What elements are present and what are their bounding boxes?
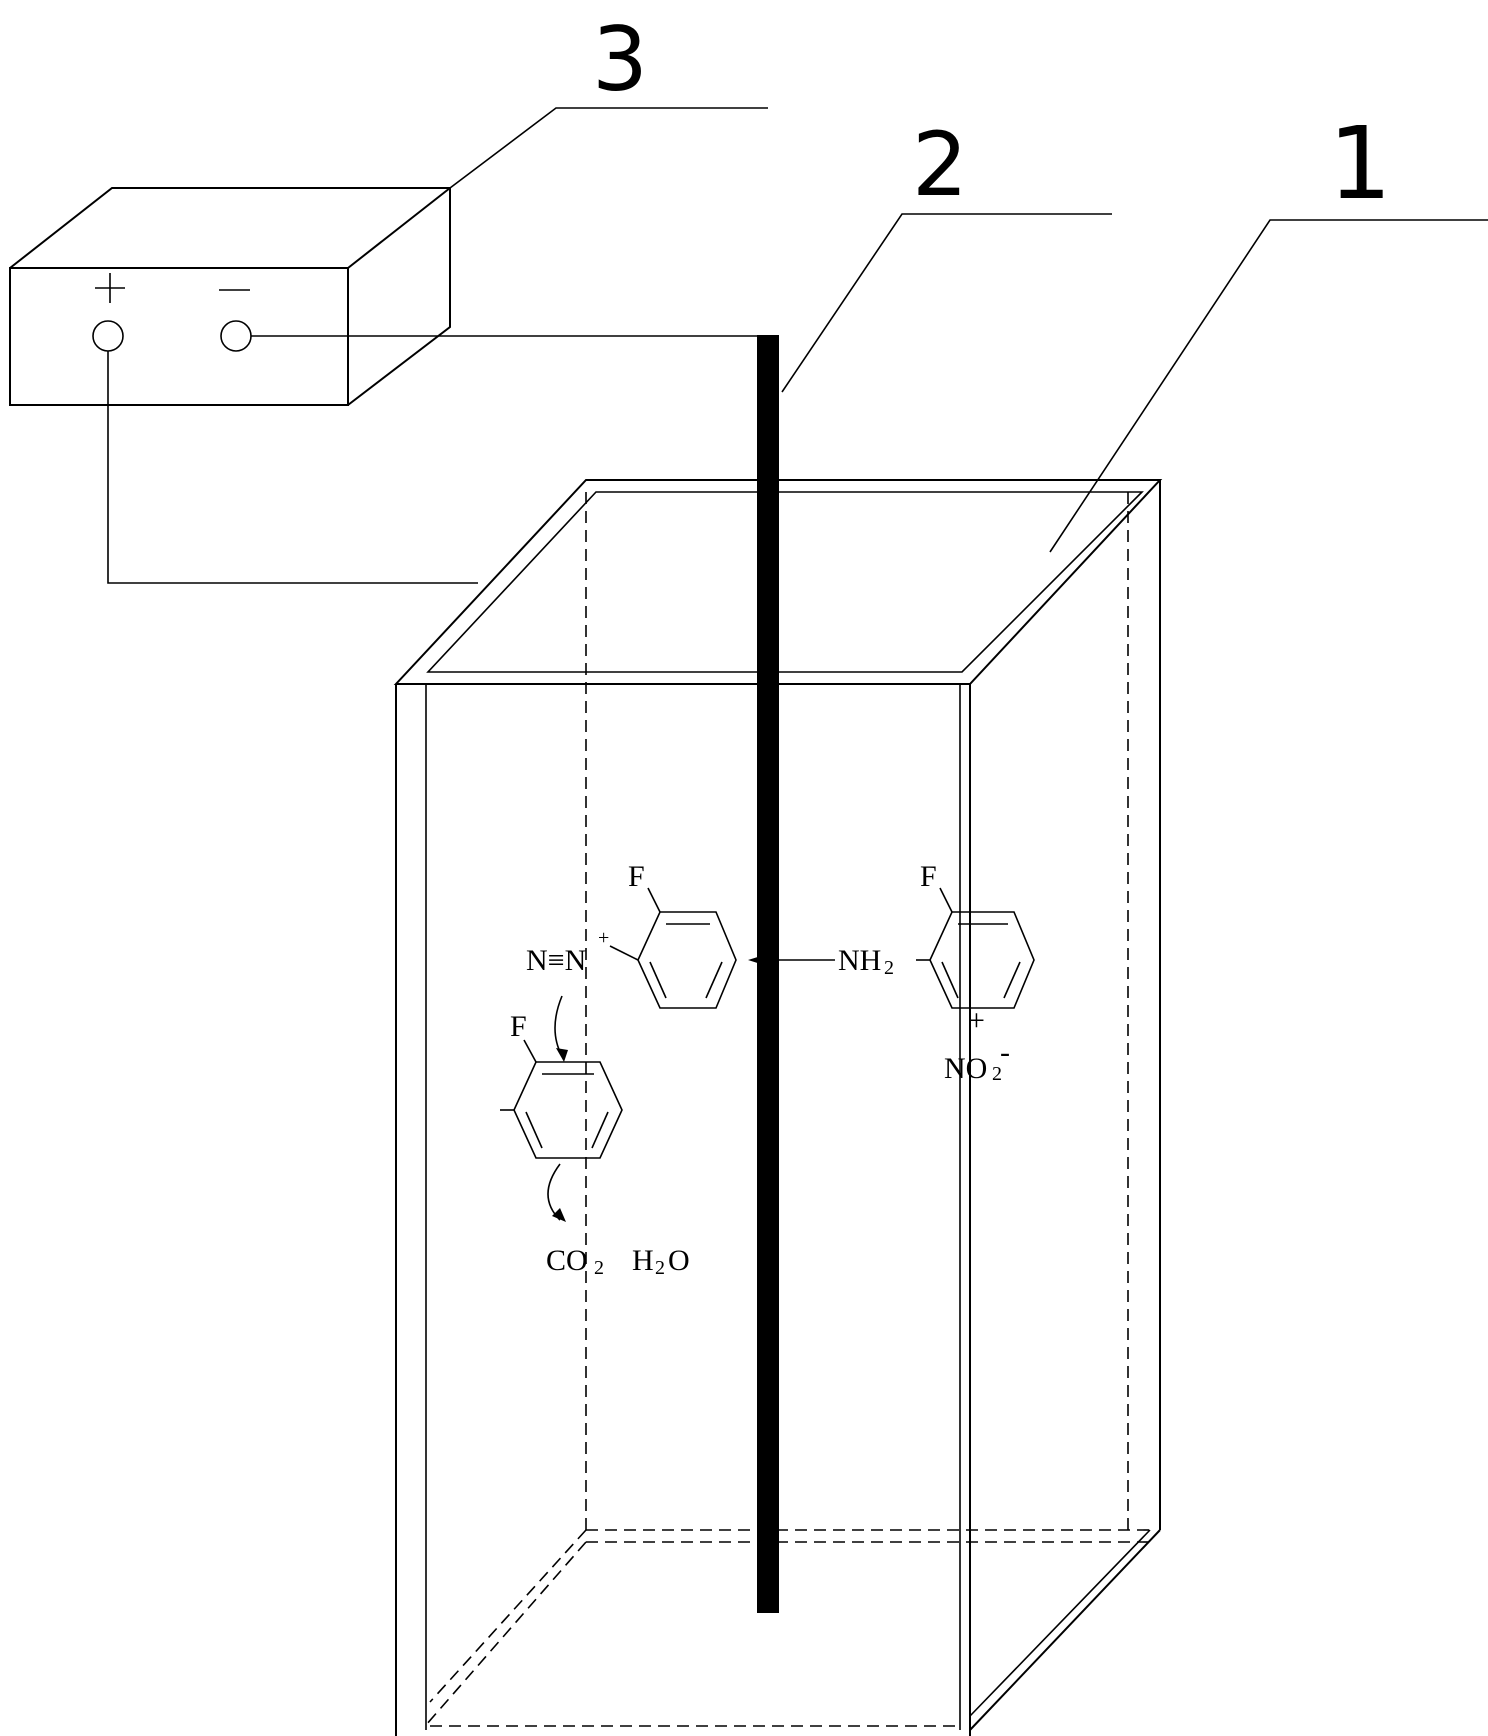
diazonium-triple-bond: N≡N xyxy=(526,944,586,977)
callout-2: 2 xyxy=(781,113,1112,393)
curved-arrow-2 xyxy=(547,1163,566,1222)
electrode-rod xyxy=(757,335,779,1613)
diazonium-molecule: F N≡N + xyxy=(526,860,737,1009)
product-h2o-sub: 2 xyxy=(655,1257,665,1279)
product-h2o-o: O xyxy=(668,1244,690,1277)
product-co2-main: CO xyxy=(546,1244,588,1277)
reactant-nitrite-minus: - xyxy=(1000,1036,1010,1069)
intermediate-molecule: F xyxy=(500,1010,623,1159)
curved-arrow-1 xyxy=(554,995,568,1062)
callout-label-1: 1 xyxy=(1328,105,1392,222)
diazonium-charge: + xyxy=(598,927,609,949)
products: CO 2 H 2 O xyxy=(546,1244,690,1279)
reactant-nitrite-plus: + xyxy=(968,1004,985,1037)
diazonium-fluorine: F xyxy=(628,860,645,893)
intermediate-fluorine: F xyxy=(510,1010,527,1043)
callout-3: 3 xyxy=(449,8,768,189)
reactant-fluorine: F xyxy=(920,860,937,893)
reactant-amine-sub: 2 xyxy=(884,957,894,979)
reaction-arrow xyxy=(748,955,835,965)
product-h2o-h: H xyxy=(632,1244,654,1277)
wiring xyxy=(107,335,761,584)
callout-label-2: 2 xyxy=(912,113,968,216)
positive-terminal-icon xyxy=(92,320,124,352)
product-co2-sub: 2 xyxy=(594,1257,604,1279)
reactant-nitrite-sub: 2 xyxy=(992,1063,1002,1085)
reactant-amine-n: NH xyxy=(838,944,881,977)
reactant-nitrite-n: NO xyxy=(944,1052,987,1085)
callout-label-3: 3 xyxy=(592,8,648,111)
reaction-tank xyxy=(393,479,1163,1736)
reactant-molecule: F NH 2 + NO 2 - xyxy=(838,860,1035,1085)
callout-1: 1 xyxy=(1049,105,1488,553)
power-supply-box xyxy=(9,187,451,406)
negative-terminal-icon xyxy=(220,320,252,352)
